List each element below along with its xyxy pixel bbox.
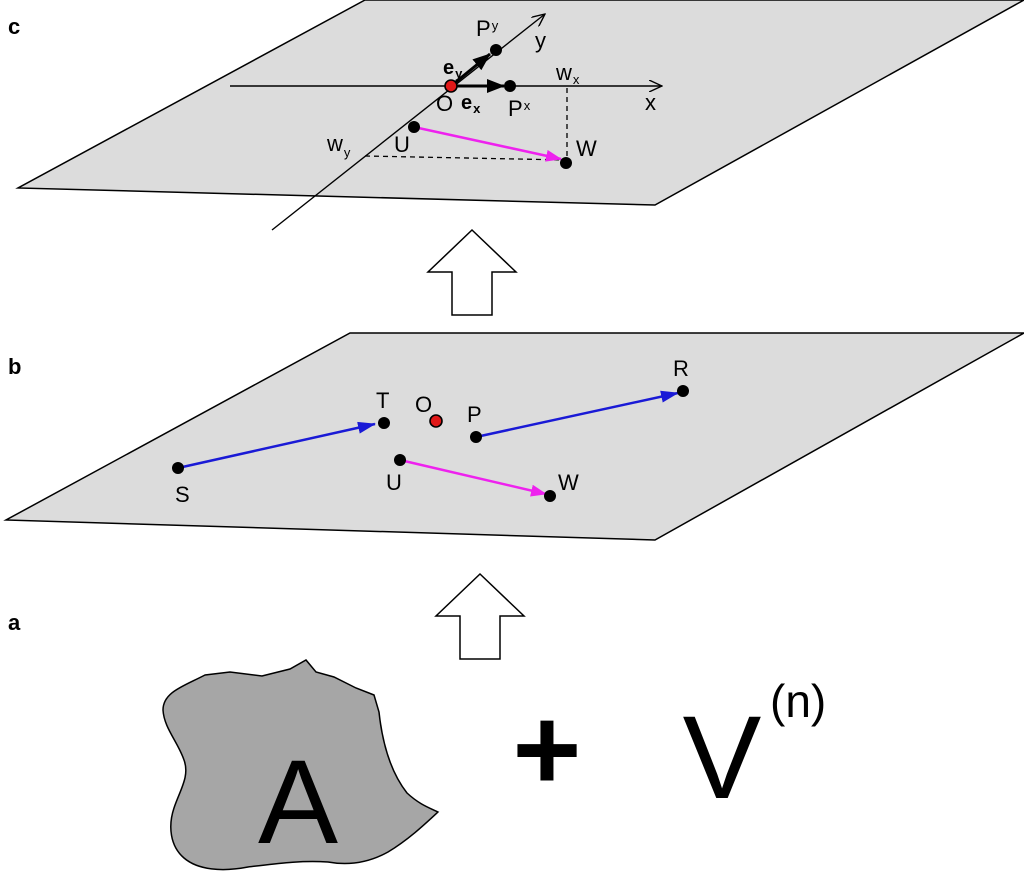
- point-origin-b: [429, 414, 443, 428]
- label-u-b: U: [386, 470, 402, 495]
- panel-b: b S T O P R U W: [3, 332, 1024, 541]
- projection-wy-line: [364, 155, 568, 161]
- plane-b: [3, 332, 1024, 541]
- label-u-c: U: [394, 132, 410, 157]
- vector-uw-b: [399, 458, 547, 497]
- label-r: R: [673, 356, 689, 381]
- y-axis-label: y: [535, 28, 546, 53]
- label-wy: wy: [326, 131, 351, 160]
- point-u-c: [408, 121, 420, 133]
- plane-c: [15, 0, 1024, 206]
- label-s: S: [175, 482, 190, 507]
- label-wx: wx: [555, 60, 580, 87]
- space-symbol-v: V: [683, 692, 762, 824]
- panel-a: a A + V (n): [8, 610, 826, 871]
- plus-sign: +: [513, 684, 582, 816]
- label-ex: ex: [461, 92, 481, 116]
- vector-pr: [475, 390, 679, 439]
- label-px: Px: [508, 96, 531, 121]
- up-arrow-icon-lower: [434, 572, 526, 660]
- up-arrow-icon-upper: [426, 228, 518, 316]
- point-px: [504, 80, 516, 92]
- label-w-c: W: [576, 136, 597, 161]
- space-exponent: (n): [770, 675, 826, 727]
- point-s: [172, 462, 184, 474]
- label-o-b: O: [415, 392, 432, 417]
- point-t: [378, 417, 390, 429]
- point-w-c: [560, 157, 572, 169]
- vector-st: [177, 421, 376, 470]
- label-o-c: O: [436, 91, 453, 116]
- vector-ey: [450, 52, 491, 88]
- vector-uw-c: [413, 125, 562, 162]
- blob-shape: [162, 659, 440, 871]
- point-w-b: [544, 490, 556, 502]
- label-p: P: [467, 402, 482, 427]
- label-ey: ey: [443, 57, 463, 81]
- point-origin-c: [444, 79, 458, 93]
- panel-label-a: a: [8, 610, 21, 635]
- label-py: Py: [476, 16, 499, 41]
- panel-label-c: c: [8, 14, 20, 39]
- point-p: [470, 431, 482, 443]
- set-symbol-a: A: [258, 735, 338, 869]
- point-u-b: [394, 454, 406, 466]
- x-axis-label: x: [645, 90, 656, 115]
- point-py: [490, 44, 502, 56]
- point-r: [677, 385, 689, 397]
- panel-c: c y x wx wy ex ey Py Px O U W: [8, 0, 1024, 231]
- label-t: T: [376, 388, 389, 413]
- label-w-b: W: [558, 470, 579, 495]
- panel-label-b: b: [8, 354, 21, 379]
